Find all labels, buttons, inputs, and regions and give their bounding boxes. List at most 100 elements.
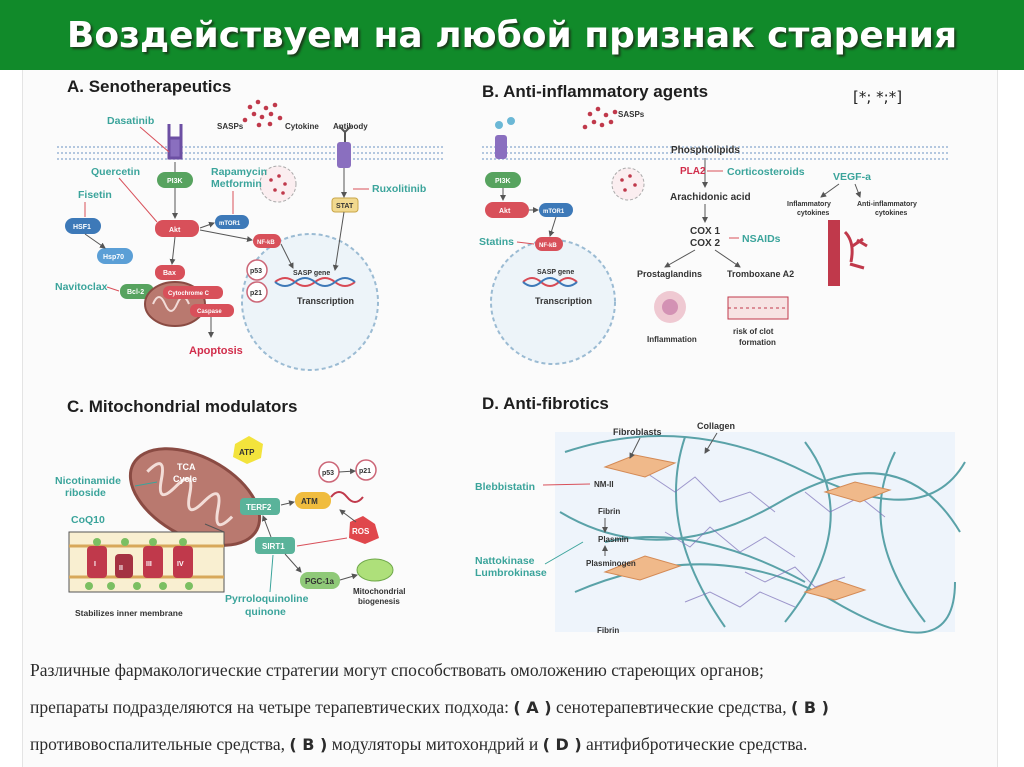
caption-line-3c: антифибротические средства. (581, 734, 808, 754)
cox1: COX 1 (690, 226, 720, 237)
pla2: PLA2 (680, 166, 706, 177)
plasminogen: Plasminogen (586, 559, 636, 568)
fibroblasts-cells (603, 454, 892, 601)
figure: A. Senotherapeutics SASP gene Transcript… (45, 72, 985, 642)
akt-b: Akt (499, 208, 511, 215)
mtor-a: mTOR1 (219, 221, 241, 227)
coq10-dots (85, 538, 193, 590)
p21-c: p21 (359, 468, 371, 475)
akt-node-b (485, 202, 529, 218)
fibrin-mesh (644, 471, 886, 608)
caption-ref-a: ( A ) (513, 698, 552, 717)
hsp70: Hsp70 (103, 254, 124, 261)
panel-c: C. Mitochondrial modulators TCA Cycle AT… (55, 397, 405, 618)
nm2-label: NM-II (594, 480, 614, 489)
transcription-b: Transcription (535, 296, 592, 306)
panel-a-heading: A. Senotherapeutics (67, 77, 231, 96)
sasp-dots-b (582, 106, 618, 130)
drug-nattokinase: Nattokinase (475, 555, 535, 567)
p21-node-c (355, 459, 377, 481)
stabilizes-label: Stabilizes inner membrane (75, 608, 183, 618)
nucleus-b (490, 239, 616, 365)
panel-a: A. Senotherapeutics SASP gene Transcript… (55, 77, 445, 371)
p21-node-a (246, 281, 268, 303)
caption-line-2a: препараты подразделяются на четыре терап… (30, 697, 514, 717)
sasp-gene-a: SASP gene (293, 270, 330, 277)
panel-b-heading: B. Anti-inflammatory agents (482, 82, 708, 101)
tca-2: Cycle (173, 474, 197, 484)
inflam-cytokines-1: Inflammatory (787, 201, 831, 208)
atm-node (295, 492, 331, 509)
nfkb-a: NF-kB (257, 240, 275, 246)
tromboxane: Tromboxane A2 (727, 269, 794, 279)
fibrin-bottom: Fibrin (597, 626, 619, 635)
akt-a: Akt (169, 227, 181, 234)
drug-navitoclax: Navitoclax (55, 281, 108, 293)
sirt1-node (255, 537, 295, 554)
p53-node-a (246, 259, 268, 281)
sasp-gene-b: SASP gene (537, 269, 574, 276)
drug-statins: Statins (479, 236, 514, 248)
drug-nicotinamide-1: Nicotinamide (55, 475, 121, 487)
citation: [*; *;*] (853, 88, 902, 106)
drug-corticosteroids: Corticosteroids (727, 166, 805, 178)
sasps-a: SASPs (217, 122, 244, 131)
mito-biogenesis-2: biogenesis (358, 597, 400, 606)
anti-cytokines-2: cytokines (875, 210, 907, 217)
caption-line-1: Различные фармакологические стратегии мо… (30, 660, 764, 680)
drug-metformin: Metformin (211, 178, 262, 190)
ros-burst (349, 516, 379, 544)
cytokine-receptor-icon (337, 142, 351, 168)
drug-pyrrolo-2: quinone (245, 606, 286, 618)
caption-ref-b2: ( B ) (289, 735, 328, 754)
receptor-icon (167, 124, 183, 160)
pgc-node (300, 572, 340, 589)
complex-iv (173, 546, 193, 578)
caption-line-2b: сенотерапевтические средства, (551, 697, 791, 717)
complex-i (87, 546, 107, 578)
drug-vegfa: VEGF-a (833, 171, 871, 183)
fibrin-mid: Fibrin (598, 507, 620, 516)
prostaglandins: Prostaglandins (637, 269, 702, 279)
bax: Bax (163, 270, 176, 277)
pi3k-a: PI3K (167, 178, 183, 185)
mtor-b: mTOR1 (543, 209, 565, 215)
caption-line-3: противовоспалительные средства, ( B ) мо… (30, 726, 990, 763)
hsf1-node (65, 218, 101, 234)
panel-d: D. Anti-fibrotics Fibroblasts Collagen (475, 394, 966, 635)
slide-title: Воздействуем на любой признак старения (0, 0, 1024, 70)
p53-a: p53 (250, 268, 262, 275)
vessel-icon (828, 220, 840, 286)
plasmin: Plasmin (598, 535, 629, 544)
mito-biogenesis-icon (356, 558, 394, 582)
drug-rapamycin: Rapamycin (211, 166, 267, 178)
atp: ATP (239, 448, 255, 457)
cytc: Cytochrome C (168, 291, 210, 297)
figure-caption: Различные фармакологические стратегии мо… (30, 652, 990, 763)
cytc-node (163, 286, 223, 299)
drug-pyrrolo-1: Pyrroloquinoline (225, 593, 309, 605)
anti-cytokines-1: Anti-inflammatory (857, 201, 917, 208)
drug-dasatinib: Dasatinib (107, 115, 154, 127)
complex-iii-label: III (146, 561, 152, 568)
nfkb-node-a (253, 234, 281, 248)
matrix-background (555, 432, 955, 632)
terf2: TERF2 (246, 503, 272, 512)
angiogenesis-icon (843, 230, 868, 270)
sirt1: SIRT1 (262, 542, 285, 551)
membrane-a (57, 146, 445, 160)
stat-node (331, 197, 359, 213)
receptor-b-icon (495, 135, 507, 159)
drug-nsaids: NSAIDs (742, 233, 781, 245)
cytokine-label: Cytokine (285, 122, 319, 131)
caption-ref-b1: ( B ) (790, 698, 829, 717)
membrane-b (482, 146, 950, 160)
vesicle-b (611, 167, 645, 201)
drug-ruxolitinib: Ruxolitinib (372, 183, 426, 195)
atm: ATM (301, 497, 318, 506)
caption-line-3a: противовоспалительные средства, (30, 734, 290, 754)
panel-c-heading: C. Mitochondrial modulators (67, 397, 297, 416)
inflam-cytokines-2: cytokines (797, 210, 829, 217)
caption-ref-d: ( D ) (542, 735, 582, 754)
mtor-node-a (215, 215, 249, 229)
